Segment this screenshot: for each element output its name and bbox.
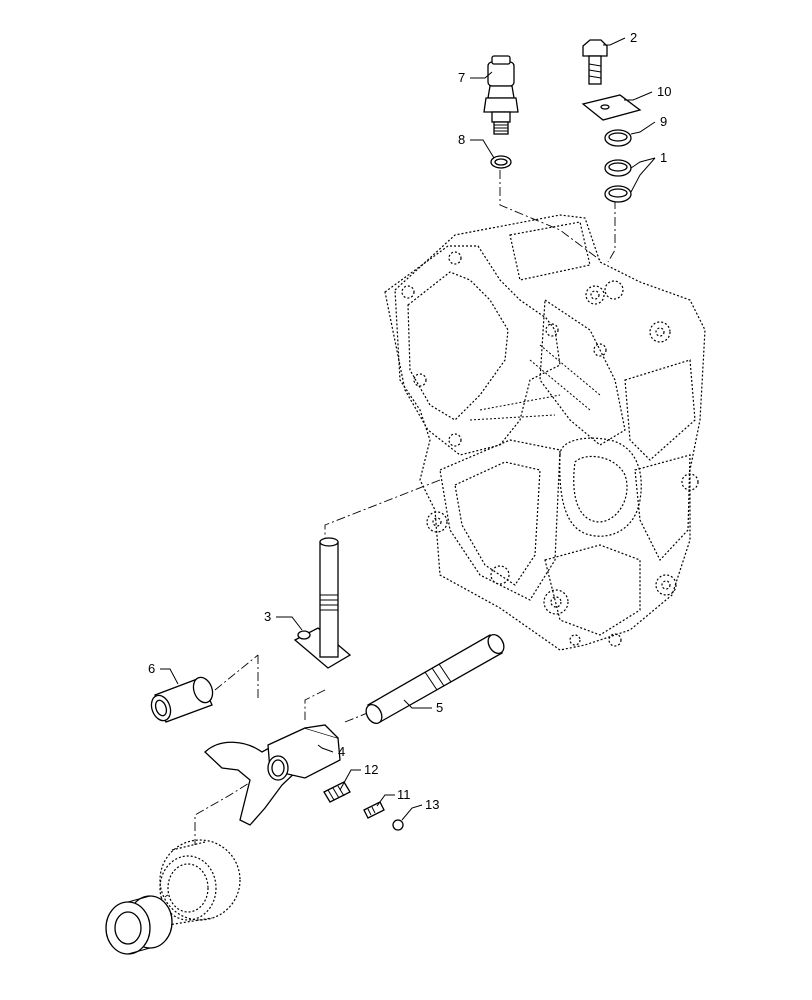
shift-fork-icon	[204, 724, 341, 826]
sleeve-icon	[150, 676, 214, 723]
transmission-housing	[384, 214, 706, 651]
callout-4: 4	[338, 744, 345, 759]
callout-1: 1	[660, 150, 667, 165]
bearing-assembly	[159, 839, 241, 926]
bearing-race-icon	[105, 895, 173, 955]
shift-rod-icon	[365, 634, 505, 724]
spring-icon	[323, 781, 351, 803]
callout-10: 10	[657, 84, 671, 99]
callout-13: 13	[425, 797, 439, 812]
callout-12: 12	[364, 762, 378, 777]
callout-labels: 2 10 9 1 7 8 3 6 5 4 12 11 13	[148, 30, 671, 812]
callout-6: 6	[148, 661, 155, 676]
callout-9: 9	[660, 114, 667, 129]
shift-shaft-icon	[293, 537, 352, 669]
bolt-icon	[582, 39, 608, 85]
callout-8: 8	[458, 132, 465, 147]
callout-11: 11	[397, 787, 411, 802]
detent-ball-icon	[392, 819, 404, 831]
pressure-sensor-icon	[483, 55, 519, 135]
alignment-lines	[149, 170, 616, 906]
detent-pin-icon	[363, 801, 385, 819]
shim-rings-icon	[604, 159, 632, 203]
callout-7: 7	[458, 70, 465, 85]
callout-2: 2	[630, 30, 637, 45]
locking-plate-icon	[581, 94, 642, 121]
o-ring-inner-icon	[494, 158, 508, 166]
callout-3: 3	[264, 609, 271, 624]
callout-5: 5	[436, 700, 443, 715]
callout-leaders	[160, 37, 656, 821]
